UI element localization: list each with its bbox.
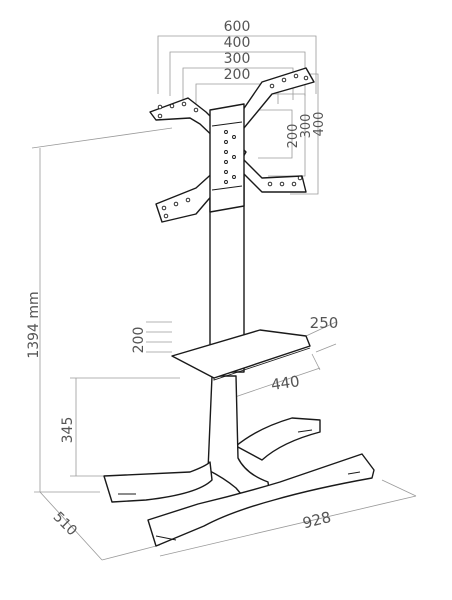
base-width-label: 928 — [301, 508, 333, 532]
vesa-width-labels: 600 400 300 200 — [224, 19, 251, 83]
total-height-dimension: 1394 mm — [26, 127, 173, 493]
vesa-width-600-label: 600 — [224, 19, 251, 35]
shelf-width-label: 440 — [270, 372, 301, 394]
vesa-height-labels: 200 300 400 — [286, 112, 327, 149]
vesa-width-300-label: 300 — [224, 51, 251, 67]
shelf-depth-label: 250 — [310, 314, 339, 332]
vesa-height-200-label: 200 — [286, 124, 301, 149]
left-base-foot — [103, 461, 213, 503]
vesa-width-400-label: 400 — [224, 35, 251, 51]
mount-plate — [209, 103, 245, 213]
total-height-label: 1394 mm — [26, 291, 42, 358]
shelf-spacing-dimension: 200 — [131, 321, 172, 354]
shelf-depth-dimension: 250 — [305, 314, 339, 353]
column — [207, 175, 271, 501]
vesa-height-300-label: 300 — [299, 114, 314, 139]
back-base-foot — [235, 417, 321, 461]
shelf — [171, 329, 311, 381]
mounting-holes — [157, 73, 309, 219]
shelf-height-label: 345 — [60, 417, 76, 444]
front-base-foot — [147, 453, 375, 547]
vesa-width-200-label: 200 — [224, 67, 251, 83]
shelf-spacing-label: 200 — [131, 327, 147, 354]
shelf-height-dimension: 345 — [60, 377, 180, 477]
base-depth-dimension: 510 — [39, 491, 161, 561]
vesa-height-400-label: 400 — [312, 112, 327, 137]
base-depth-label: 510 — [50, 509, 80, 539]
